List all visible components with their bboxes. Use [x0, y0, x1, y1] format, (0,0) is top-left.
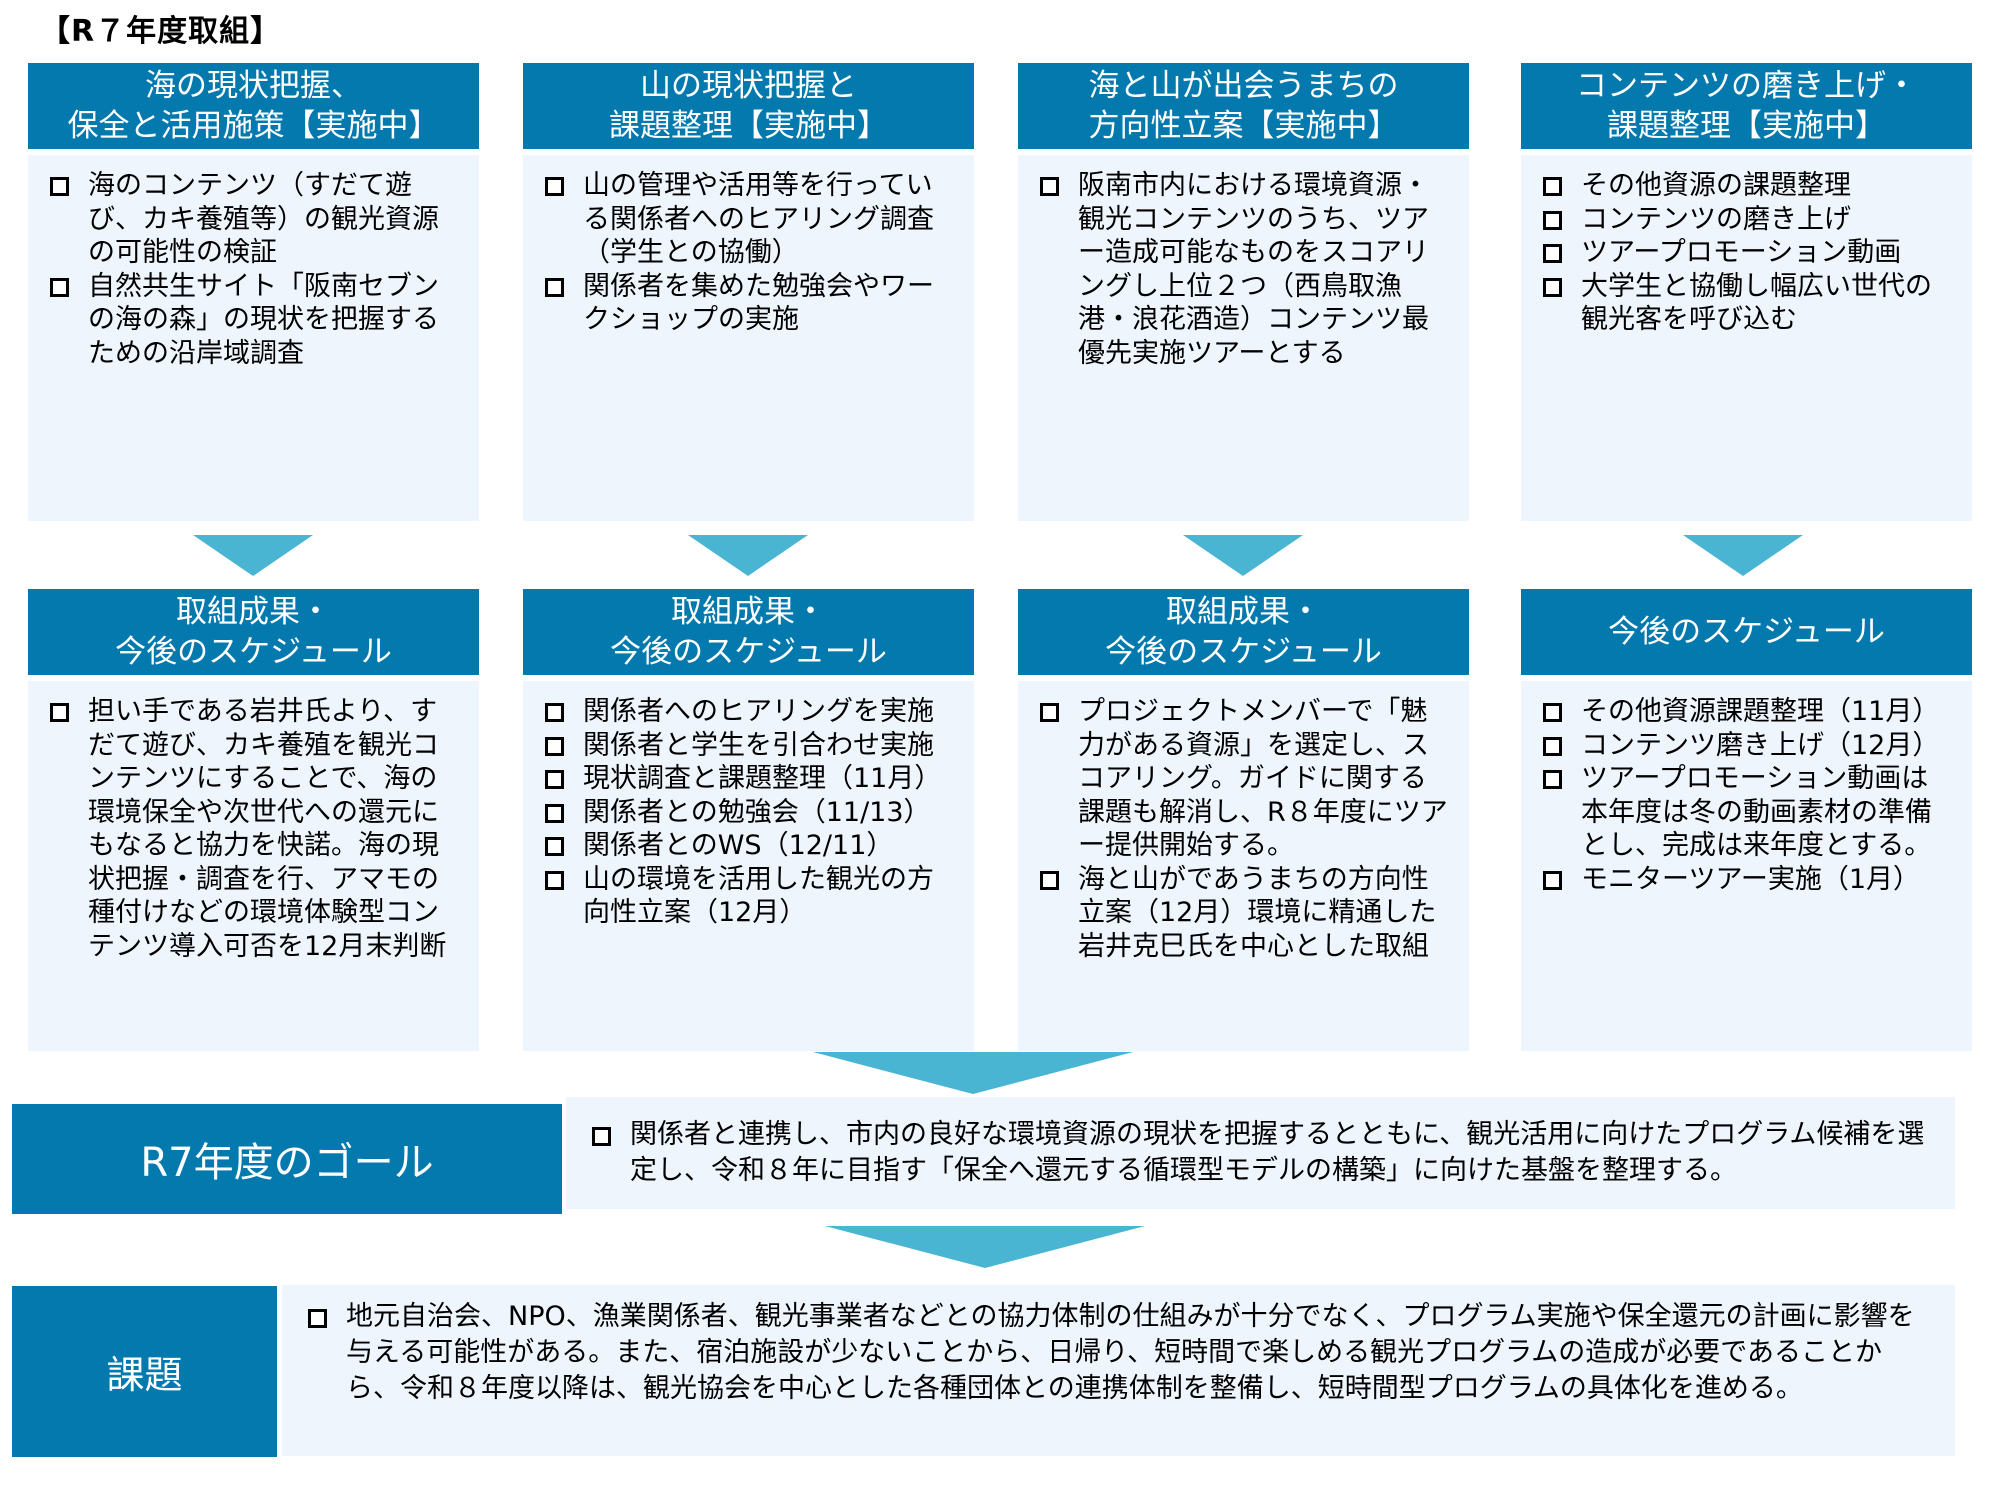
list-item: ツアープロモーション動画	[1543, 236, 1952, 270]
goal-label: R7年度のゴール	[12, 1104, 562, 1214]
list-item: 関係者とのWS（12/11）	[545, 829, 954, 863]
down-arrow-icon	[813, 1052, 1133, 1094]
down-arrow-icon	[688, 535, 808, 576]
list-item: 自然共生サイト「阪南セブンの海の森」の現状を把握するための沿岸域調査	[50, 270, 459, 371]
column-4-bottom-body: その他資源課題整理（11月） コンテンツ磨き上げ（12月） ツアープロモーション…	[1521, 681, 1972, 1051]
column-1-bottom-header: 取組成果・ 今後のスケジュール	[28, 589, 479, 675]
list-item: 大学生と協働し幅広い世代の観光客を呼び込む	[1543, 270, 1952, 337]
list-item: 現状調査と課題整理（11月）	[545, 762, 954, 796]
list-item: その他資源の課題整理	[1543, 169, 1952, 203]
list-item: モニターツアー実施（1月）	[1543, 863, 1952, 897]
column-3-bottom-body: プロジェクトメンバーで「魅力がある資源」を選定し、スコアリング。ガイドに関する課…	[1018, 681, 1469, 1051]
list-item: 山の環境を活用した観光の方向性立案（12月）	[545, 863, 954, 930]
column-4-bottom-header: 今後のスケジュール	[1521, 589, 1972, 675]
list-item: その他資源課題整理（11月）	[1543, 695, 1952, 729]
page-title: 【R７年度取組】	[40, 14, 282, 49]
list-item: 阪南市内における環境資源・観光コンテンツのうち、ツアー造成可能なものをスコアリン…	[1040, 169, 1449, 370]
column-3-bottom-header: 取組成果・ 今後のスケジュール	[1018, 589, 1469, 675]
list-item: 関係者と学生を引合わせ実施	[545, 729, 954, 763]
down-arrow-icon	[825, 1226, 1145, 1268]
list-item: 担い手である岩井氏より、すだて遊び、カキ養殖を観光コンテンツにすることで、海の環…	[50, 695, 459, 963]
column-3-top-body: 阪南市内における環境資源・観光コンテンツのうち、ツアー造成可能なものをスコアリン…	[1018, 155, 1469, 521]
column-1-bottom-body: 担い手である岩井氏より、すだて遊び、カキ養殖を観光コンテンツにすることで、海の環…	[28, 681, 479, 1051]
list-item: 海と山がであうまちの方向性立案（12月）環境に精通した岩井克巳氏を中心とした取組	[1040, 863, 1449, 964]
column-3-top-header: 海と山が出会うまちの 方向性立案【実施中】	[1018, 63, 1469, 149]
goal-body: 関係者と連携し、市内の良好な環境資源の現状を把握するとともに、観光活用に向けたプ…	[566, 1097, 1955, 1209]
list-item: コンテンツ磨き上げ（12月）	[1543, 729, 1952, 763]
issues-label: 課題	[12, 1286, 277, 1457]
column-1-top-body: 海のコンテンツ（すだて遊び、カキ養殖等）の観光資源の可能性の検証 自然共生サイト…	[28, 155, 479, 521]
list-item: 山の管理や活用等を行っている関係者へのヒアリング調査（学生との協働）	[545, 169, 954, 270]
issues-body: 地元自治会、NPO、漁業関係者、観光事業者などとの協力体制の仕組みが十分でなく、…	[282, 1285, 1955, 1456]
list-item: 関係者との勉強会（11/13）	[545, 796, 954, 830]
list-item: 海のコンテンツ（すだて遊び、カキ養殖等）の観光資源の可能性の検証	[50, 169, 459, 270]
list-item: 関係者を集めた勉強会やワークショップの実施	[545, 270, 954, 337]
down-arrow-icon	[1183, 535, 1303, 576]
list-item: 関係者へのヒアリングを実施	[545, 695, 954, 729]
down-arrow-icon	[193, 535, 313, 576]
column-2-bottom-header: 取組成果・ 今後のスケジュール	[523, 589, 974, 675]
list-item: コンテンツの磨き上げ	[1543, 203, 1952, 237]
list-item: 関係者と連携し、市内の良好な環境資源の現状を把握するとともに、観光活用に向けたプ…	[592, 1117, 1935, 1189]
column-2-bottom-body: 関係者へのヒアリングを実施 関係者と学生を引合わせ実施 現状調査と課題整理（11…	[523, 681, 974, 1051]
column-2-top-header: 山の現状把握と 課題整理【実施中】	[523, 63, 974, 149]
column-4-top-body: その他資源の課題整理 コンテンツの磨き上げ ツアープロモーション動画 大学生と協…	[1521, 155, 1972, 521]
column-2-top-body: 山の管理や活用等を行っている関係者へのヒアリング調査（学生との協働） 関係者を集…	[523, 155, 974, 521]
list-item: 地元自治会、NPO、漁業関係者、観光事業者などとの協力体制の仕組みが十分でなく、…	[308, 1299, 1935, 1407]
column-4-top-header: コンテンツの磨き上げ・ 課題整理【実施中】	[1521, 63, 1972, 149]
list-item: ツアープロモーション動画は本年度は冬の動画素材の準備とし、完成は来年度とする。	[1543, 762, 1952, 863]
column-1-top-header: 海の現状把握、 保全と活用施策【実施中】	[28, 63, 479, 149]
list-item: プロジェクトメンバーで「魅力がある資源」を選定し、スコアリング。ガイドに関する課…	[1040, 695, 1449, 863]
down-arrow-icon	[1683, 535, 1803, 576]
